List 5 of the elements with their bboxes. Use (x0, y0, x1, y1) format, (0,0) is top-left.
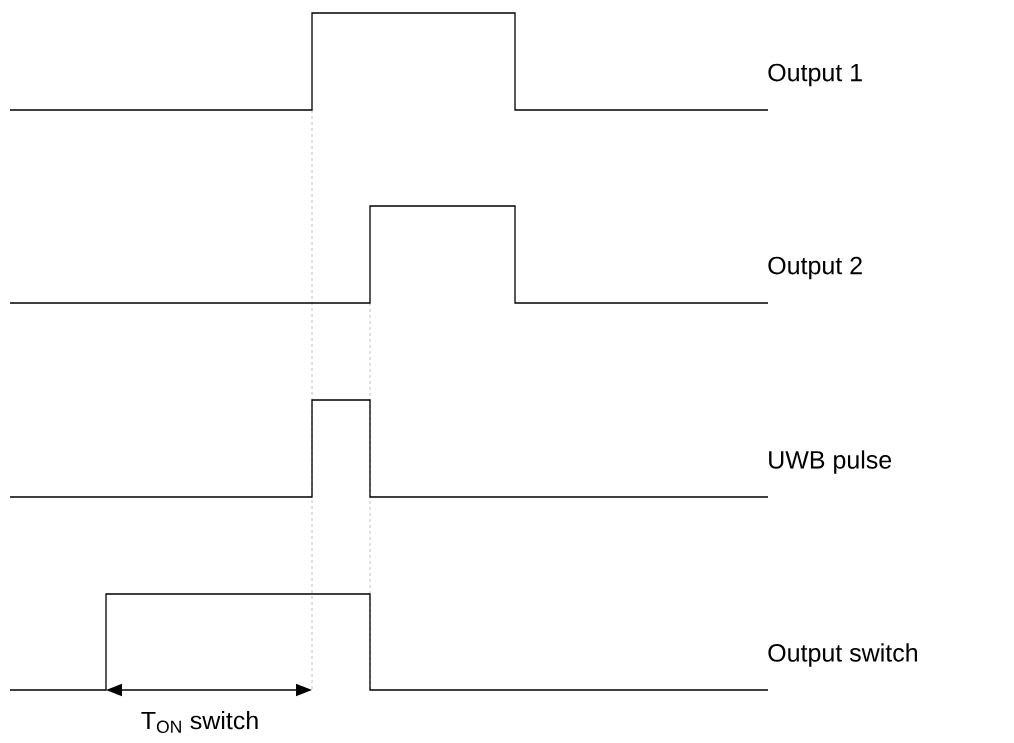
signal-label: Output 2 (768, 256, 862, 280)
signal-label: UWB pulse (769, 450, 892, 474)
signal-label: Output 1 (768, 63, 862, 87)
signal-label: Output switch (768, 643, 917, 667)
dimension-label: T$_{ON}$ switch (141, 711, 258, 733)
